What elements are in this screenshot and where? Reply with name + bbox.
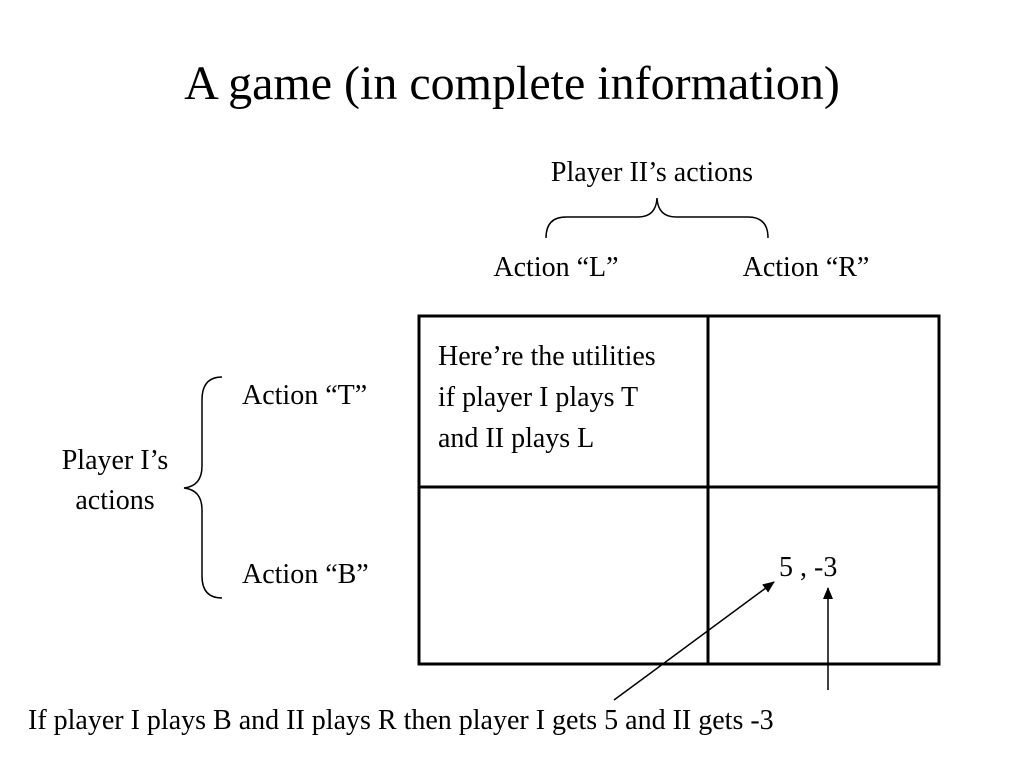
slide-title: A game (in complete information) [184, 57, 840, 110]
payoff-br: 5 , -3 [779, 552, 838, 583]
arrow-to-player1-payoff [613, 581, 775, 701]
action-t-label: Action “T” [242, 380, 368, 411]
action-l-label: Action “L” [493, 252, 619, 283]
cell-tl-text: Here’re the utilities if player I plays … [438, 341, 656, 454]
player2-label: Player II’s actions [550, 157, 754, 188]
player1-brace [183, 376, 223, 599]
player1-label: Player I’s actions [61, 445, 169, 516]
action-r-label: Action “R” [742, 252, 870, 283]
payoff-matrix [417, 314, 941, 666]
caption-text: If player I plays B and II plays R then … [28, 705, 774, 736]
player2-brace [545, 197, 769, 239]
action-b-label: Action “B” [242, 559, 369, 590]
